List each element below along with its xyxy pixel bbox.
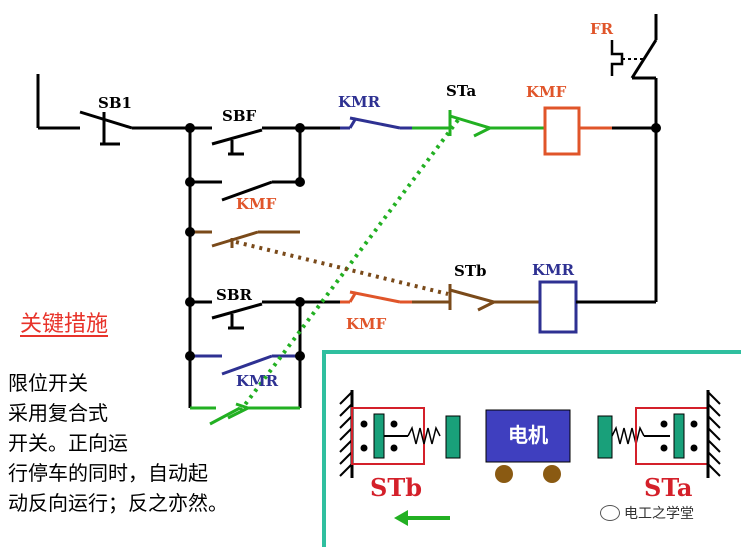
fr-contact bbox=[610, 14, 658, 302]
label-kmf-coil: KMF bbox=[526, 83, 567, 101]
mechanical-panel bbox=[322, 350, 741, 547]
caption-line: 限位开关 bbox=[8, 371, 88, 395]
watermark-text: 电工之学堂 bbox=[624, 506, 694, 522]
caption-line: 开关。正向运 bbox=[8, 431, 128, 455]
stb-switch bbox=[351, 407, 461, 465]
top-rung bbox=[36, 74, 340, 408]
label-sbf: SBF bbox=[222, 107, 257, 125]
caption-line: 行停车的同时，自动起 bbox=[8, 461, 208, 485]
direction-arrow-icon bbox=[394, 510, 450, 526]
sta-bottom-contact bbox=[190, 402, 300, 426]
wechat-icon bbox=[600, 505, 620, 521]
label-kmr-aux: KMR bbox=[236, 372, 279, 390]
caption: 限位开关 采用复合式 开关。正向运 行停车的同时，自动起 动反向运行；反之亦然。 bbox=[8, 368, 288, 518]
watermark: 电工之学堂 bbox=[600, 503, 694, 523]
stb-link-dotted bbox=[235, 240, 449, 296]
kmf-nc-contact bbox=[340, 290, 412, 304]
heading: 关键措施 bbox=[20, 312, 109, 337]
label-sb1: SB1 bbox=[98, 94, 132, 112]
left-wall bbox=[339, 390, 354, 478]
label-stb-box: STb bbox=[370, 473, 422, 502]
junction-dots bbox=[185, 123, 305, 361]
label-stb-mid: STb bbox=[454, 262, 486, 280]
label-kmf-aux: KMF bbox=[236, 195, 277, 213]
label-sbr: SBR bbox=[216, 286, 253, 304]
label-fr: FR bbox=[590, 20, 614, 38]
kmf-coil bbox=[543, 106, 581, 156]
label-motor: 电机 bbox=[508, 423, 548, 447]
right-wall bbox=[706, 390, 721, 478]
caption-line: 采用复合式 bbox=[8, 401, 108, 425]
label-kmr-coil: KMR bbox=[532, 261, 575, 279]
label-kmf-interlock: KMF bbox=[346, 315, 387, 333]
stb-mid-contact bbox=[412, 284, 540, 312]
sta-switch bbox=[597, 407, 709, 465]
kmr-nc-contact bbox=[340, 116, 412, 130]
sta-top-contact bbox=[412, 110, 545, 138]
label-sta-top: STa bbox=[446, 82, 477, 100]
sta-link-dotted bbox=[236, 118, 460, 416]
caption-line: 动反向运行；反之亦然。 bbox=[8, 491, 228, 515]
label-sta-box: STa bbox=[644, 473, 692, 502]
motor-cart: 电机 bbox=[485, 409, 571, 483]
kmf-nc-upper bbox=[190, 230, 300, 248]
kmr-coil bbox=[538, 280, 578, 334]
label-kmr-top: KMR bbox=[338, 93, 381, 111]
